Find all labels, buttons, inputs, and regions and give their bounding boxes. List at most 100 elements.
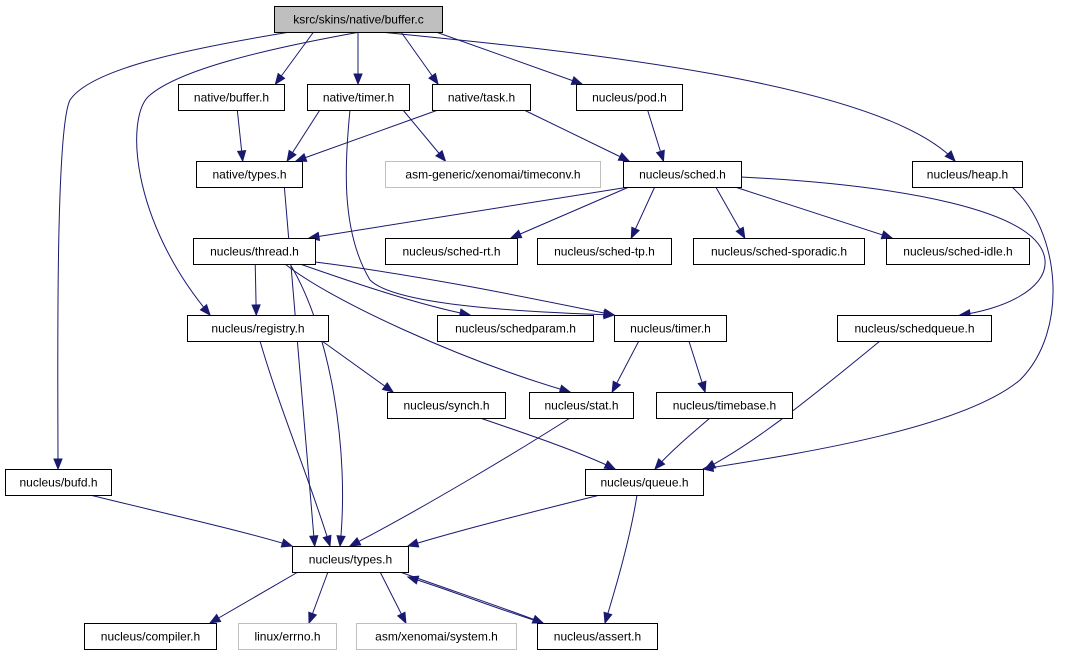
- file-node-nucleus-thread[interactable]: nucleus/thread.h: [193, 238, 316, 265]
- file-node-label: linux/errno.h: [254, 630, 320, 644]
- edge-native_task-to-nucleus_sched: [523, 109, 630, 162]
- file-node-queue[interactable]: nucleus/queue.h: [585, 469, 704, 496]
- file-node-box: [437, 315, 594, 342]
- arrowhead-nucleus_thread-to-nucleus_types: [336, 535, 346, 548]
- arrowhead-root-to-native_buffer: [274, 72, 286, 86]
- edge-root-to-nucleus_pod: [435, 31, 583, 85]
- file-node-label: nucleus/sched-rt.h: [402, 245, 500, 259]
- file-node-stat[interactable]: nucleus/stat.h: [529, 392, 634, 419]
- file-node-native-types[interactable]: native/types.h: [196, 161, 303, 188]
- edge-nucleus_thread-to-schedparam: [299, 263, 471, 316]
- file-node-box: [387, 392, 506, 419]
- file-node-box: [292, 546, 409, 573]
- file-node-registry[interactable]: nucleus/registry.h: [187, 315, 329, 342]
- file-node-timebase[interactable]: nucleus/timebase.h: [656, 392, 793, 419]
- file-node-box: [656, 392, 793, 419]
- edge-timebase-to-queue: [654, 417, 711, 470]
- file-node-bufd[interactable]: nucleus/bufd.h: [5, 469, 112, 496]
- file-node-label: native/task.h: [448, 91, 515, 105]
- file-node-sched-idle[interactable]: nucleus/sched-idle.h: [886, 238, 1030, 265]
- file-node-box: [837, 315, 992, 342]
- file-node-box: [537, 623, 658, 650]
- file-node-assert[interactable]: nucleus/assert.h: [537, 623, 658, 650]
- file-node-label: nucleus/sched-sporadic.h: [711, 245, 847, 259]
- file-node-nucleus-types[interactable]: nucleus/types.h: [292, 546, 409, 573]
- edge-root-to-native_task: [400, 31, 439, 85]
- arrowhead-native_timer-to-asm_timeconv: [435, 149, 447, 163]
- file-node-box: [576, 84, 683, 111]
- file-node-label: nucleus/assert.h: [554, 630, 641, 644]
- file-node-box: [385, 238, 518, 265]
- file-node-box: [356, 623, 517, 650]
- file-node-label: native/timer.h: [323, 91, 394, 105]
- arrowhead-bufd-to-nucleus_types: [280, 538, 294, 548]
- file-node-box: [196, 161, 303, 188]
- arrowhead-nucleus_sched-to-sched_tp: [630, 226, 640, 240]
- edge-bufd-to-nucleus_types: [89, 494, 293, 547]
- edge-nucleus_thread-to-nucleus_types: [289, 263, 344, 547]
- file-node-box: [537, 238, 672, 265]
- file-node-schedqueue[interactable]: nucleus/schedqueue.h: [837, 315, 992, 342]
- arrowhead-assert-to-nucleus_types: [406, 575, 420, 585]
- arrowhead-native_types-to-nucleus_types: [309, 535, 319, 548]
- file-node-box: [912, 161, 1023, 188]
- file-node-box: [193, 238, 316, 265]
- file-node-label: asm-generic/xenomai/timeconv.h: [405, 168, 580, 182]
- arrowhead-registry-to-synch: [381, 382, 395, 393]
- file-node-native-buffer[interactable]: native/buffer.h: [178, 84, 285, 111]
- file-node-nucleus-sched[interactable]: nucleus/sched.h: [623, 161, 742, 188]
- arrowhead-native_task-to-nucleus_sched: [617, 152, 631, 162]
- file-node-compiler[interactable]: nucleus/compiler.h: [84, 623, 217, 650]
- edge-root-to-bufd: [57, 31, 291, 470]
- edge-nucleus_thread-to-nucleus_timer: [314, 261, 615, 316]
- file-node-box: [5, 469, 112, 496]
- edge-root-to-registry: [136, 31, 361, 316]
- file-node-label: nucleus/sched.h: [639, 168, 726, 182]
- edge-registry-to-synch: [321, 340, 394, 393]
- arrowhead-schedqueue-to-queue: [703, 459, 717, 470]
- file-node-asm-system[interactable]: asm/xenomai/system.h: [356, 623, 517, 650]
- arrowhead-native_timer-to-native_types: [286, 149, 297, 163]
- file-node-sched-rt[interactable]: nucleus/sched-rt.h: [385, 238, 518, 265]
- file-node-nucleus-heap[interactable]: nucleus/heap.h: [912, 161, 1023, 188]
- file-node-nucleus-timer[interactable]: nucleus/timer.h: [614, 315, 727, 342]
- file-node-sched-tp[interactable]: nucleus/sched-tp.h: [537, 238, 672, 265]
- arrowhead-nucleus_thread-to-nucleus_timer: [602, 308, 616, 318]
- edge-nucleus_sched-to-nucleus_thread: [308, 186, 630, 239]
- file-node-label: nucleus/compiler.h: [101, 630, 200, 644]
- file-node-schedparam[interactable]: nucleus/schedparam.h: [437, 315, 594, 342]
- file-node-box: [614, 315, 727, 342]
- arrowhead-nucleus_timer-to-stat: [611, 380, 622, 394]
- file-node-label: nucleus/stat.h: [544, 399, 618, 413]
- file-node-root[interactable]: ksrc/skins/native/buffer.c: [274, 6, 443, 33]
- arrowhead-nucleus_types-to-compiler: [208, 613, 222, 624]
- file-node-box: [274, 6, 443, 33]
- arrowhead-root-to-native_timer: [353, 73, 363, 86]
- file-node-label: nucleus/thread.h: [210, 245, 299, 259]
- edge-native_timer-to-asm_timeconv: [402, 109, 446, 162]
- file-node-box: [307, 84, 410, 111]
- file-node-synch[interactable]: nucleus/synch.h: [387, 392, 506, 419]
- file-node-box: [432, 84, 531, 111]
- file-node-label: nucleus/sched-idle.h: [903, 245, 1012, 259]
- file-node-box: [385, 161, 601, 188]
- file-node-native-task[interactable]: native/task.h: [432, 84, 531, 111]
- file-node-nucleus-pod[interactable]: nucleus/pod.h: [576, 84, 683, 111]
- edge-nucleus_sched-to-schedqueue: [740, 176, 1046, 316]
- file-node-label: nucleus/queue.h: [600, 476, 688, 490]
- file-node-asm-timeconv[interactable]: asm-generic/xenomai/timeconv.h: [385, 161, 601, 188]
- file-node-errno[interactable]: linux/errno.h: [238, 623, 337, 650]
- file-node-box: [529, 392, 634, 419]
- edge-assert-to-nucleus_types: [407, 576, 544, 624]
- arrowhead-nucleus_thread-to-registry: [251, 304, 261, 317]
- arrowhead-nucleus_sched-to-sched_idle: [880, 230, 894, 240]
- file-node-label: nucleus/timebase.h: [673, 399, 776, 413]
- arrowhead-native_buffer-to-native_types: [236, 150, 247, 163]
- edge-nucleus_types-to-assert: [399, 571, 544, 624]
- file-node-sched-sporadic[interactable]: nucleus/sched-sporadic.h: [693, 238, 865, 265]
- arrowhead-nucleus_sched-to-sched_rt: [509, 229, 523, 239]
- file-node-native-timer[interactable]: native/timer.h: [307, 84, 410, 111]
- file-node-label: nucleus/schedparam.h: [455, 322, 576, 336]
- arrowhead-nucleus_types-to-assert: [531, 614, 545, 624]
